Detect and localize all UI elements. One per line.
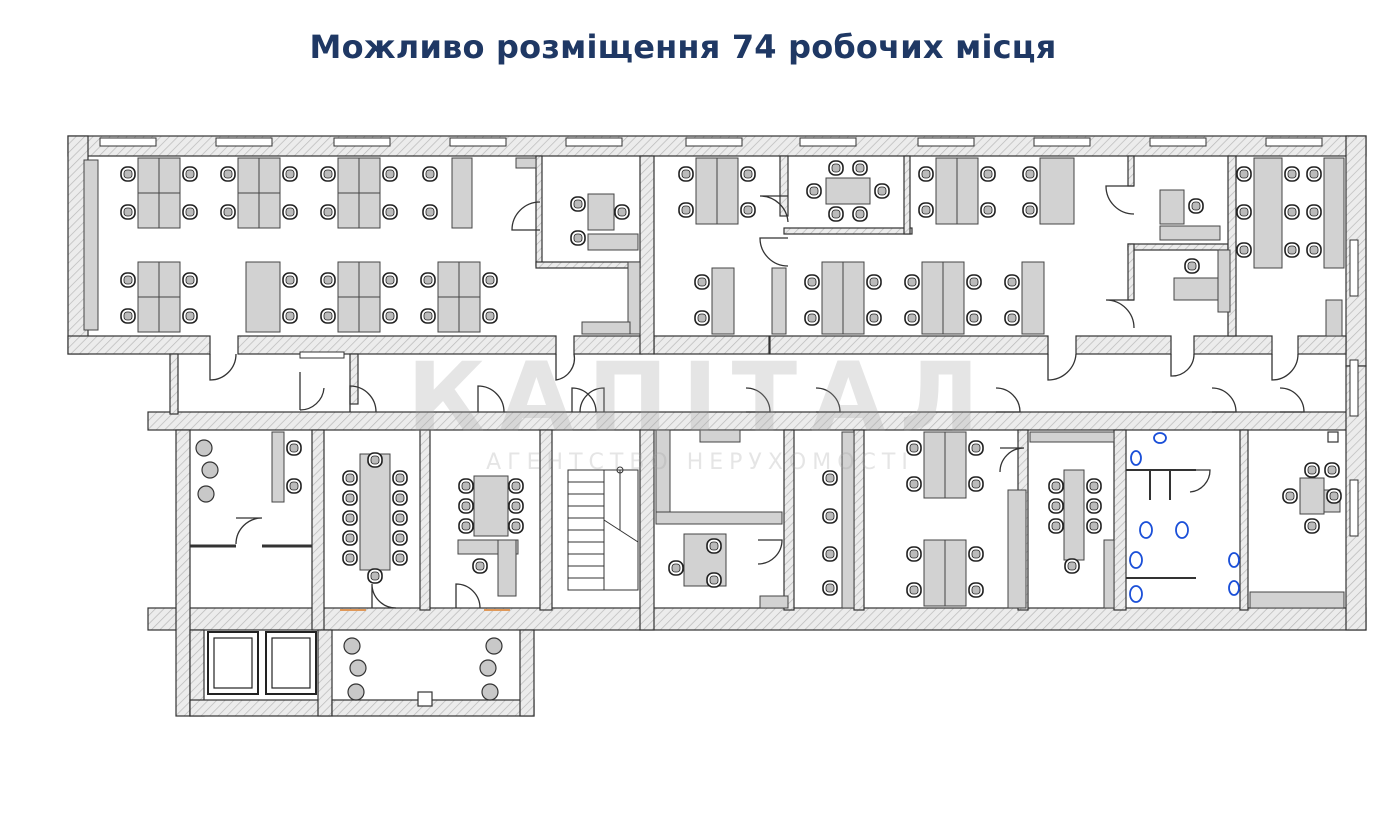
elevators <box>207 631 317 695</box>
staircase <box>567 466 639 591</box>
page-title: Можливо розміщення 74 робочих місця <box>309 28 1057 66</box>
desk-splits <box>138 158 958 606</box>
columns <box>417 431 1339 707</box>
chairs <box>120 160 1342 598</box>
partitions <box>190 469 1196 579</box>
windows <box>99 137 1359 537</box>
toilet-fixtures <box>1129 432 1240 603</box>
round-stools <box>195 439 503 701</box>
meeting-tables <box>473 475 1325 537</box>
doors <box>209 185 1305 609</box>
